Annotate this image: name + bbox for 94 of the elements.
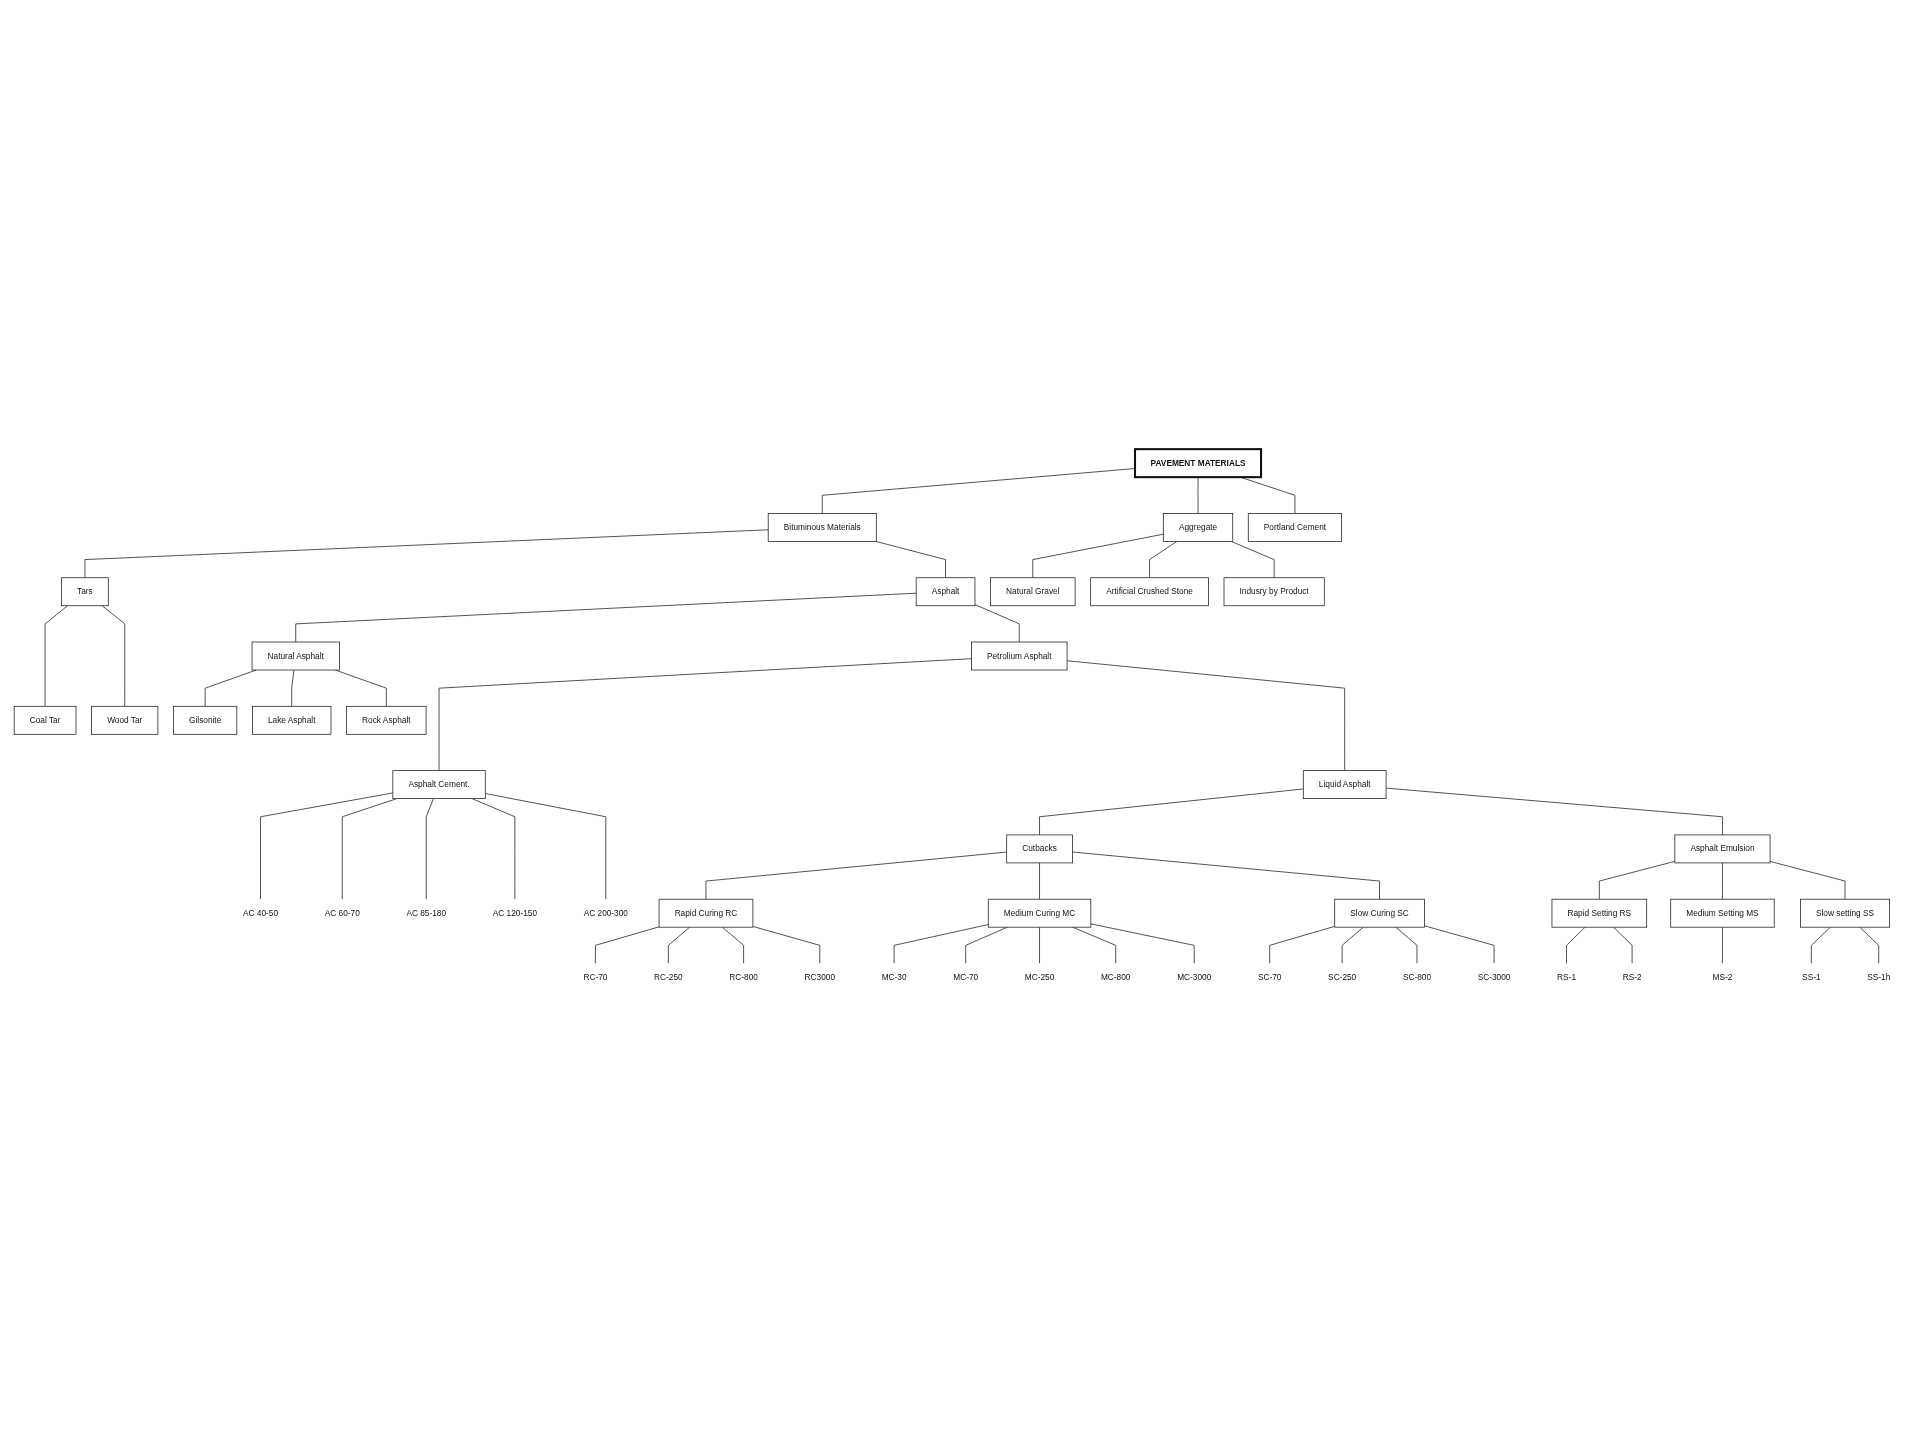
node-text: RC-250 [654, 972, 683, 982]
connector [260, 792, 394, 900]
connector [44, 605, 68, 707]
node-box: Aggregate [1162, 512, 1234, 542]
node-text: MC-3000 [1177, 972, 1212, 982]
connector [595, 926, 660, 964]
node-box: Rock Asphalt [346, 705, 427, 735]
node-box: Natural Gravel [990, 577, 1076, 606]
connector [965, 926, 1008, 964]
connector [1072, 851, 1380, 900]
connector [1722, 926, 1723, 964]
node-box: Natural Asphalt [251, 641, 340, 671]
node-text: MC-70 [953, 972, 979, 982]
connector [471, 797, 516, 900]
node-box: Petrolium Asphalt [971, 641, 1068, 671]
connector [1090, 923, 1195, 964]
node-text: RS-1 [1557, 972, 1576, 982]
connector [974, 603, 1020, 643]
node-text: MC-800 [1100, 972, 1131, 982]
node-box: Artificial Crushed Stone [1090, 577, 1209, 606]
node-text: AC 40-50 [242, 908, 279, 918]
connector [1197, 476, 1199, 514]
connector [84, 529, 769, 578]
connector [893, 923, 989, 964]
connector [425, 797, 434, 900]
connector [721, 926, 744, 964]
node-box: Indusry by Product [1223, 577, 1325, 606]
connector [204, 669, 257, 707]
node-box: Medium Curing MC [987, 898, 1092, 928]
connector [484, 792, 607, 900]
node-text: RC-70 [583, 972, 608, 982]
node-box: Asphalt Emulsion [1674, 834, 1771, 863]
node-box: Slow setting SS [1800, 898, 1891, 928]
connector [1722, 862, 1723, 900]
connector [1385, 787, 1723, 835]
connector [1859, 926, 1880, 964]
connector [875, 540, 946, 578]
connector [1032, 533, 1164, 578]
node-text: RS-2 [1622, 972, 1642, 982]
node-text: AC 60-70 [324, 908, 360, 918]
connector [1810, 926, 1831, 964]
node-box: Medium Setting MS [1670, 898, 1775, 928]
node-box: Slow Curing SC [1334, 898, 1425, 928]
connector [1269, 925, 1336, 964]
node-box: Wood Tar [91, 705, 159, 735]
connector [1039, 926, 1040, 964]
node-box: Rapid Setting RS [1551, 898, 1648, 928]
connector [1769, 860, 1846, 900]
connector [1395, 926, 1418, 964]
node-text: MC-250 [1024, 972, 1055, 982]
node-box: Tars [61, 577, 109, 606]
connector [1598, 860, 1676, 900]
connector [1341, 926, 1364, 964]
connector [1424, 925, 1495, 964]
node-text: RC3000 [804, 972, 835, 982]
connector [1066, 660, 1346, 771]
node-box: Rapid Curing RC [658, 898, 754, 928]
connector [1039, 862, 1040, 900]
node-text: RC-800 [729, 972, 758, 982]
connector [334, 669, 387, 707]
connector [438, 657, 972, 771]
node-box: Portland Cement [1247, 512, 1343, 542]
node-text: MS-2 [1712, 972, 1733, 982]
connector [667, 926, 690, 964]
node-text: AC 200-300 [583, 908, 628, 918]
connector [1149, 540, 1178, 578]
connector [1039, 788, 1304, 835]
connector [1072, 926, 1117, 964]
node-text: MC-30 [881, 972, 907, 982]
node-box: Bituminous Materials [767, 512, 877, 542]
node-text: SC-70 [1257, 972, 1282, 982]
node-text: SC-250 [1328, 972, 1357, 982]
node-box: Cutbacks [1006, 834, 1073, 863]
node-box: Lake Asphalt [252, 705, 332, 735]
connector [1230, 540, 1275, 578]
node-text: SC-800 [1402, 972, 1432, 982]
connector [295, 592, 917, 643]
connector [291, 669, 295, 707]
node-box: PAVEMENT MATERIALS [1133, 447, 1263, 478]
node-box: Gilsonite [173, 705, 238, 735]
connector [1566, 926, 1586, 964]
node-text: AC 120-150 [492, 908, 538, 918]
connector [752, 925, 821, 964]
connector [101, 605, 126, 707]
node-text: SC-3000 [1477, 972, 1511, 982]
connector [705, 851, 1008, 900]
connector [1613, 926, 1633, 964]
node-box: Asphalt [915, 577, 976, 606]
node-text: AC 85-180 [406, 908, 447, 918]
node-text: SS-1 [1802, 972, 1821, 982]
node-text: SS-1h [1867, 972, 1891, 982]
node-box: Liquid Asphalt [1302, 769, 1387, 799]
node-box: Asphalt Cement. [392, 769, 486, 799]
node-box: Coal Tar [13, 705, 77, 735]
